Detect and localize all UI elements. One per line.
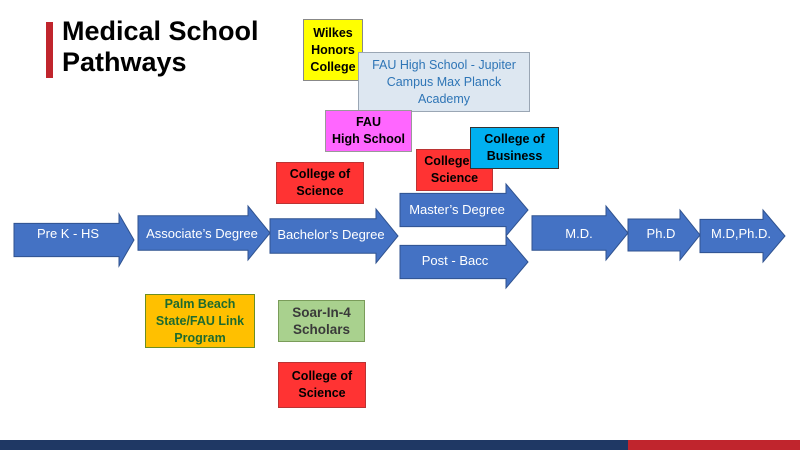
title-accent-bar (46, 22, 53, 78)
box-line: FAU High School - Jupiter (372, 57, 516, 72)
box-line: Campus Max Planck (386, 74, 502, 89)
arrow-masters (399, 182, 529, 238)
box-line: Scholars (292, 322, 350, 337)
title-line-2: Pathways (62, 47, 187, 77)
soar-in-4-scholars-box: Soar-In-4 Scholars (278, 300, 365, 342)
arrow-bachelor-label: Bachelor’s Degree (277, 226, 385, 242)
box-line: Wilkes (313, 25, 353, 40)
arrow-mdphd-label: M.D,Ph.D. (711, 225, 771, 241)
college-of-science-mid-box: College of Science (416, 149, 493, 191)
box-line: Palm Beach (164, 296, 236, 311)
college-of-science-top-box: College of Science (276, 162, 364, 204)
box-line: College of (424, 154, 485, 168)
fau-high-school-jupiter-box: FAU High School - Jupiter Campus Max Pla… (358, 52, 530, 112)
arrow-phd-label: Ph.D (646, 225, 676, 241)
box-line: Honors (311, 42, 355, 57)
arrow-md-label: M.D. (565, 225, 593, 241)
box-line: College of (289, 167, 351, 181)
wilkes-honors-college-box: Wilkes Honors College (303, 19, 363, 81)
box-line: Academy (417, 91, 471, 106)
box-line: Science (430, 171, 479, 185)
box-line: FAU (355, 115, 381, 129)
arrow-mdphd (699, 208, 786, 264)
arrow-masters-label: Master’s Degree (409, 201, 505, 217)
title-line-1: Medical School (62, 16, 259, 46)
box-line: Science (298, 386, 346, 400)
box-line: Business (486, 149, 543, 163)
footer-blue-bar (0, 440, 628, 450)
box-line: College (310, 59, 356, 74)
page-title: Medical School Pathways (62, 16, 259, 78)
arrow-postbacc (399, 234, 529, 290)
box-line: College of (484, 132, 545, 146)
box-line: Program (174, 330, 226, 345)
arrow-associate (137, 204, 271, 262)
box-line: State/FAU Link (155, 313, 245, 328)
box-line: Science (296, 184, 344, 198)
fau-high-school-box: FAU High School (325, 110, 412, 152)
box-line: College of (291, 369, 353, 383)
box-line: Soar-In-4 (292, 305, 351, 320)
box-line: High School (332, 132, 405, 146)
arrow-associate-label: Associate’s Degree (146, 225, 258, 241)
arrow-phd (627, 208, 701, 262)
arrow-bachelor (269, 207, 399, 265)
arrow-md (531, 204, 629, 262)
palm-beach-state-link-box: Palm Beach State/FAU Link Program (145, 294, 255, 348)
college-of-business-box: College of Business (470, 127, 559, 169)
college-of-science-bottom-box: College of Science (278, 362, 366, 408)
arrow-prek-label: Pre K - HS (36, 225, 100, 241)
arrow-prek (13, 212, 135, 268)
arrow-postbacc-label: Post - Bacc (421, 252, 489, 268)
footer-red-bar (628, 440, 800, 450)
